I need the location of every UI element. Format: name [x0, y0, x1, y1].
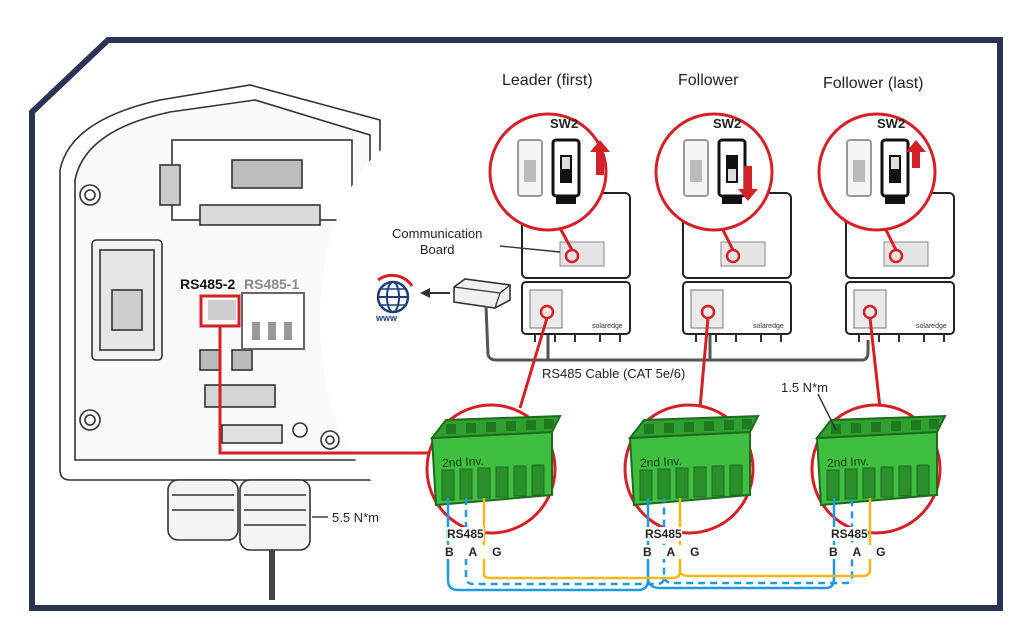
communication-board-label: Communication Board [392, 226, 483, 257]
inverter-3-title: Follower (last) [823, 75, 924, 92]
rs485-2-lead-wire [218, 326, 440, 455]
connector-zoom-1 [425, 403, 562, 535]
connector-3-body-label: 2nd Inv. [826, 453, 870, 471]
svg-text:solaredge: solaredge [592, 323, 623, 330]
rs485-1-label: RS485-1 [244, 276, 300, 292]
switch-up-arrow-icon [906, 140, 926, 168]
svg-text:solaredge: solaredge [916, 323, 947, 330]
sw2-label-1: SW2 [550, 116, 579, 131]
inverter-3: solaredge [845, 192, 955, 342]
connector-1-bus-label: RS485 [447, 527, 484, 541]
sw2-zoom-1 [488, 112, 610, 232]
connector-2-pins: B A G [643, 545, 706, 559]
terminal-torque-label: 1.5 N*m [781, 380, 828, 395]
connector-1-pins: B A G [445, 545, 508, 559]
sw2-zoom-2 [654, 112, 774, 232]
www-label: www [376, 313, 398, 323]
torque-pointer [817, 393, 837, 431]
switch-down-arrow-icon [738, 166, 758, 201]
svg-text:solaredge: solaredge [753, 323, 784, 330]
rs485-2-label: RS485-2 [180, 276, 236, 292]
sw2-label-2: SW2 [713, 116, 742, 131]
switch-up-arrow-icon [590, 140, 610, 175]
connector-zoom-2 [623, 403, 760, 535]
inverter-enclosure [59, 84, 381, 600]
rs485-1-terminal [241, 292, 305, 350]
connector-3-bus-label: RS485 [831, 527, 868, 541]
gland-torque-label: 5.5 N*m [332, 510, 379, 525]
connector-1-body-label: 2nd Inv. [441, 453, 485, 471]
communication-board-pointer [499, 245, 561, 253]
sw2-zoom-3 [817, 112, 937, 232]
inverter-2-title: Follower [678, 72, 739, 89]
rs485-daisy-chain-wires [446, 498, 872, 592]
network-cable [484, 305, 870, 362]
sw2-label-3: SW2 [877, 116, 906, 131]
router-icon [453, 278, 511, 309]
globe-icon [376, 273, 414, 314]
connector-3-pins: B A G [829, 545, 892, 559]
connector-2-bus-label: RS485 [645, 527, 682, 541]
connector-2-body-label: 2nd Inv. [639, 453, 683, 471]
rs485-cable-label: RS485 Cable (CAT 5e/6) [542, 366, 686, 381]
inverter-1-title: Leader (first) [502, 72, 593, 89]
